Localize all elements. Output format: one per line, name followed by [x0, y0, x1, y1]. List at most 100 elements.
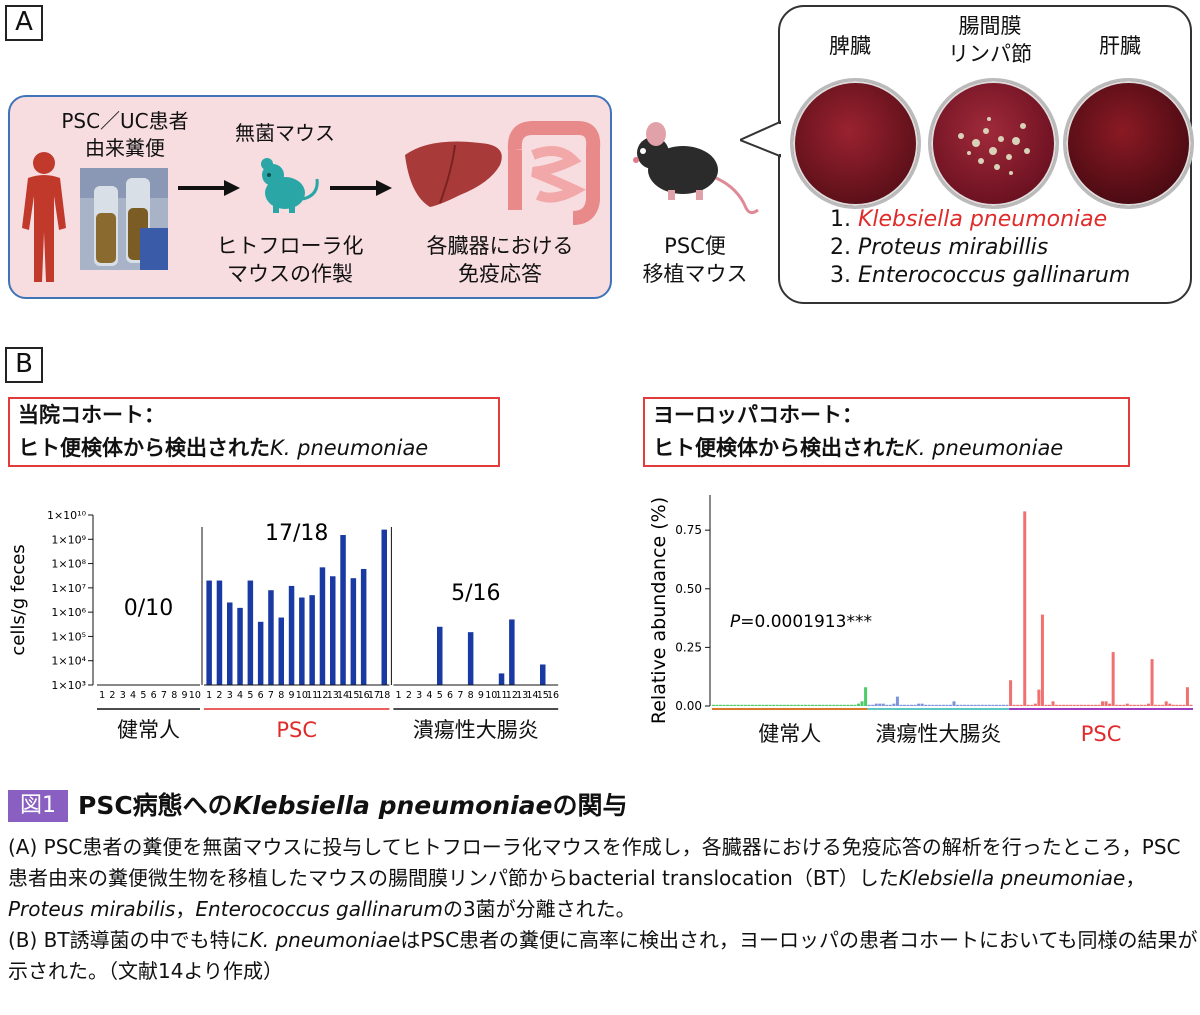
bar	[1154, 704, 1158, 706]
bar	[1118, 704, 1122, 706]
bacteria-num-1: 1.	[830, 207, 858, 232]
bar	[1122, 704, 1126, 706]
bar	[1097, 704, 1101, 706]
transplant-label-1: PSC便	[664, 234, 726, 258]
bar	[467, 632, 474, 685]
bar	[768, 704, 772, 706]
bar	[1058, 704, 1062, 706]
bar	[775, 704, 779, 706]
bar	[715, 704, 719, 706]
bar	[1083, 704, 1087, 706]
bar	[902, 704, 906, 706]
x-tick-label: 6	[447, 690, 453, 701]
bar	[1108, 703, 1112, 706]
bar	[931, 704, 935, 706]
x-tick-label: 3	[227, 690, 233, 701]
figure-title-suffix: の関与	[552, 791, 628, 820]
bacteria-item-3: 3. Enterococcus gallinarum	[830, 261, 1130, 290]
bar	[934, 704, 938, 706]
y-tick-label: 1×10¹⁰	[47, 509, 87, 522]
caption-paragraph-a: (A) PSC患者の糞便を無菌マウスに投与してヒトフローラ化マウスを作成し，各臓…	[8, 832, 1198, 925]
bacteria-name-klebsiella: Klebsiella pneumoniae	[857, 207, 1108, 232]
bar	[360, 568, 367, 685]
bar	[722, 704, 726, 706]
bar	[216, 580, 223, 685]
x-tick-label: 14	[337, 690, 349, 701]
fraction-label: 0/10	[124, 596, 173, 621]
humanized-label-2: マウスの作製	[227, 262, 353, 286]
bar	[1009, 680, 1013, 706]
bar	[309, 595, 315, 685]
organ-mesenteric: 腸間膜	[958, 14, 1022, 38]
x-tick-label: 2	[109, 690, 115, 701]
x-tick-label: 3	[416, 690, 422, 701]
x-tick-label: 3	[120, 690, 126, 701]
bacteria-num-2: 2.	[830, 235, 858, 260]
bar	[793, 704, 797, 706]
germfree-label: 無菌マウス	[235, 121, 335, 145]
bar	[963, 704, 967, 706]
bar	[257, 621, 264, 685]
bar	[757, 704, 761, 706]
bar	[885, 704, 889, 706]
bar	[991, 704, 995, 706]
bar	[340, 535, 346, 685]
bar	[330, 576, 336, 685]
right-title-text: ヒト便検体から検出された	[653, 436, 905, 460]
bar	[998, 704, 1002, 706]
left-chart-title: 当院コホート： ヒト便検体から検出されたK. pneumoniae	[8, 397, 500, 467]
bar	[987, 704, 991, 706]
bar	[789, 704, 793, 706]
bar	[800, 704, 804, 706]
bar	[1023, 511, 1027, 706]
human-silhouette-icon	[22, 152, 66, 282]
x-tick-label: 6	[258, 690, 264, 701]
x-tick-label: 16	[547, 690, 559, 701]
bar	[811, 704, 815, 706]
x-tick-label: 9	[478, 690, 484, 701]
bar	[1062, 704, 1066, 706]
transplanted-mouse-icon	[633, 122, 759, 215]
caption-b-kp: K. pneumoniae	[249, 928, 401, 952]
caption-a-enterococcus: Enterococcus gallinarum	[195, 897, 443, 921]
bacteria-item-2: 2. Proteus mirabillis	[830, 233, 1048, 262]
bar	[1136, 704, 1140, 706]
bar	[956, 704, 960, 706]
bar	[839, 704, 843, 706]
fraction-label: 5/16	[451, 581, 500, 606]
bar	[719, 704, 723, 706]
bacteria-num-3: 3.	[830, 263, 858, 288]
bar	[917, 703, 921, 706]
bar	[846, 704, 850, 706]
x-tick-label: 2	[216, 690, 222, 701]
bar	[1005, 704, 1009, 706]
bar	[970, 704, 974, 706]
x-tick-label: 6	[151, 690, 157, 701]
x-tick-label: 2	[406, 690, 412, 701]
bar	[437, 626, 443, 685]
bar	[895, 696, 899, 706]
bar	[849, 704, 853, 706]
colonies	[958, 117, 1030, 175]
x-tick-label: 16	[358, 690, 370, 701]
bar	[913, 704, 917, 706]
bar	[540, 664, 546, 685]
bar	[268, 590, 274, 685]
bar	[712, 704, 716, 706]
bar	[1093, 704, 1097, 706]
bar	[857, 703, 861, 706]
bar	[1125, 703, 1129, 706]
bar	[1019, 704, 1023, 706]
caption-a-sep-2: ，	[175, 897, 196, 921]
bar	[864, 687, 868, 706]
caption-a-klebsiella: Klebsiella pneumoniae	[898, 866, 1126, 890]
caption-a-proteus: Proteus mirabilis	[8, 897, 176, 921]
bar	[729, 704, 733, 706]
bar	[381, 529, 387, 685]
x-tick-label: 7	[268, 690, 274, 701]
bar	[980, 704, 984, 706]
x-tick-label: 13	[327, 690, 339, 701]
figure-title: PSC病態へのKlebsiella pneumoniaeの関与	[78, 788, 627, 824]
bar	[867, 704, 871, 706]
